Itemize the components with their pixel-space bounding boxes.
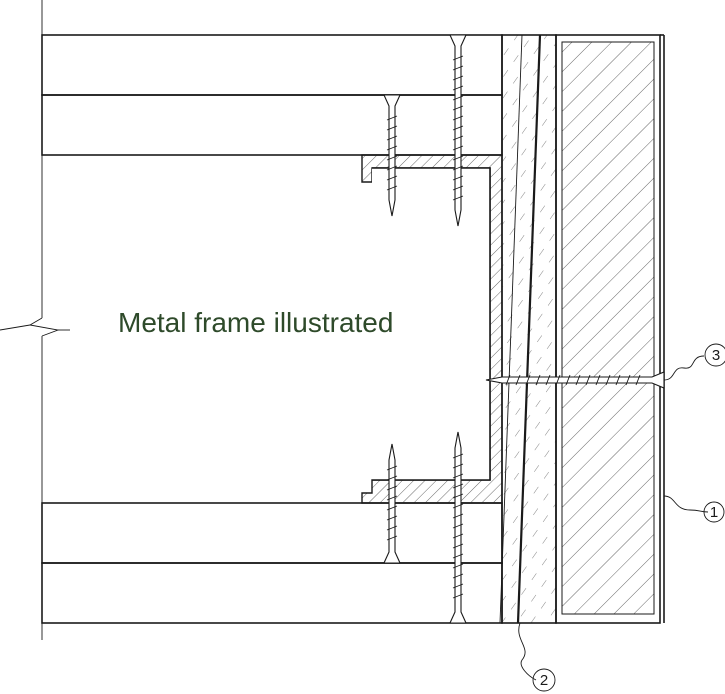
diagram-label: Metal frame illustrated [118, 307, 393, 338]
bottom-joists [41, 502, 503, 624]
gypsum-boards [499, 34, 557, 624]
callout-leaders [518, 355, 709, 681]
callout-1: 1 [703, 501, 725, 523]
top-joists [41, 34, 503, 156]
insulation-board [555, 34, 665, 624]
screw-threads [386, 55, 641, 599]
svg-text:3: 3 [712, 347, 720, 364]
callout-3: 3 [704, 343, 725, 367]
callout-2: 2 [532, 668, 556, 692]
svg-text:1: 1 [710, 504, 718, 521]
break-line [0, 0, 70, 640]
svg-text:2: 2 [540, 672, 548, 689]
screws [383, 34, 665, 624]
metal-frame [361, 154, 503, 504]
